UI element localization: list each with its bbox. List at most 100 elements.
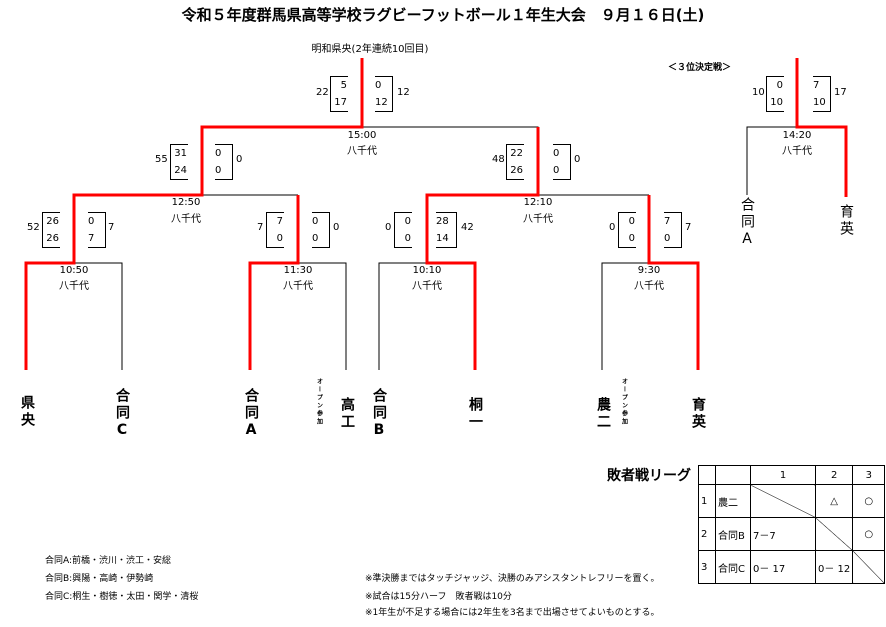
score-total: 0 <box>333 222 340 233</box>
score-total: 55 <box>155 154 168 165</box>
half-score: 7 <box>813 80 820 91</box>
row-team: 合同C <box>715 550 751 584</box>
score-total: 7 <box>257 222 264 233</box>
venue: 八千代 <box>412 281 442 292</box>
score-box: 31 24 <box>170 144 188 180</box>
half-score: 26 <box>510 165 523 176</box>
team-name: 合同A <box>243 388 259 441</box>
venue: 八千代 <box>347 146 377 157</box>
league-title: 敗者戦リーグ <box>607 468 691 484</box>
open-entry-label: オープン参加 <box>620 378 628 426</box>
score-total: 0 <box>236 154 243 165</box>
half-score: 0 <box>276 233 283 244</box>
half-score: 0 <box>553 148 560 159</box>
venue: 八千代 <box>782 146 812 157</box>
open-entry-label: オープン参加 <box>315 378 323 426</box>
winner-line <box>248 195 300 370</box>
score-total: 10 <box>752 87 765 98</box>
half-score: 12 <box>375 97 388 108</box>
venue: 八千代 <box>171 214 201 225</box>
score-total: 42 <box>461 222 474 233</box>
half-score: 10 <box>770 97 783 108</box>
col-header: 1 <box>750 465 816 485</box>
half-score: 0 <box>776 80 783 91</box>
venue: 八千代 <box>59 281 89 292</box>
half-score: 5 <box>340 80 347 91</box>
row-no: 1 <box>698 484 716 518</box>
team-name: 育英 <box>690 397 706 431</box>
third-place-label: ＜３位決定戦＞ <box>668 63 732 73</box>
score-total: 17 <box>834 87 847 98</box>
half-score: 28 <box>436 216 449 227</box>
team-name: 合同C <box>114 388 130 441</box>
score-total: 48 <box>492 154 505 165</box>
page-title: 令和５年度群馬県高等学校ラグビーフットボール１年生大会 ９月１６日(土) <box>181 6 705 24</box>
half-score: 10 <box>813 97 826 108</box>
rule-note: ※試合は15分ハーフ 敗者戦は10分 <box>365 592 512 602</box>
rule-note: ※準決勝まではタッチジャッジ、決勝のみアシスタントレフリーを置く。 <box>365 574 660 584</box>
score-box: 26 26 <box>42 212 60 248</box>
result-cell: 0－ 12 <box>814 550 854 584</box>
result-cell: 0－ 17 <box>750 550 816 584</box>
half-score: 24 <box>174 165 187 176</box>
match-time: 12:10 <box>523 197 553 208</box>
winner-line <box>647 195 700 370</box>
score-total: 0 <box>385 222 392 233</box>
score-box: 22 26 <box>506 144 524 180</box>
row-no: 3 <box>698 550 716 584</box>
joint-team-note: 合同A:前橋・渋川・渋工・安総 <box>45 556 172 566</box>
champion-label: 明和県央(2年連続10回目) <box>311 44 429 55</box>
venue: 八千代 <box>283 281 313 292</box>
team-name: 合同A <box>739 197 755 250</box>
match-time: 15:00 <box>347 130 377 141</box>
half-score: 7 <box>88 233 95 244</box>
half-score: 0 <box>404 233 411 244</box>
match-time: 10:10 <box>412 265 442 276</box>
half-score: 7 <box>276 216 283 227</box>
result-cell: 7－7 <box>750 517 816 551</box>
score-total: 0 <box>609 222 616 233</box>
score-total: 52 <box>27 222 40 233</box>
col-header: 2 <box>814 465 854 485</box>
match-time: 9:30 <box>637 265 661 276</box>
joint-team-note: 合同C:桐生・樹徳・太田・関学・清桜 <box>45 592 199 602</box>
joint-team-note: 合同B:興陽・高崎・伊勢崎 <box>45 574 154 584</box>
row-team: 合同B <box>715 517 751 551</box>
team-name: 育英 <box>838 204 854 238</box>
half-score: 0 <box>215 165 222 176</box>
half-score: 0 <box>628 233 635 244</box>
winner-line <box>425 127 540 370</box>
half-score: 0 <box>88 216 95 227</box>
match-time: 14:20 <box>782 130 812 141</box>
half-score: 26 <box>46 216 59 227</box>
half-score: 31 <box>174 148 187 159</box>
team-name: 合同B <box>371 388 387 441</box>
team-name: 高工 <box>339 397 355 431</box>
half-score: 0 <box>553 165 560 176</box>
col-header: 3 <box>852 465 886 485</box>
team-name: 県央 <box>19 395 35 429</box>
match-time: 12:50 <box>171 197 201 208</box>
score-total: 7 <box>108 222 115 233</box>
score-total: 7 <box>685 222 692 233</box>
half-score: 22 <box>510 148 523 159</box>
half-score: 7 <box>664 216 671 227</box>
half-score: 26 <box>46 233 59 244</box>
half-score: 0 <box>312 216 319 227</box>
half-score: 14 <box>436 233 449 244</box>
